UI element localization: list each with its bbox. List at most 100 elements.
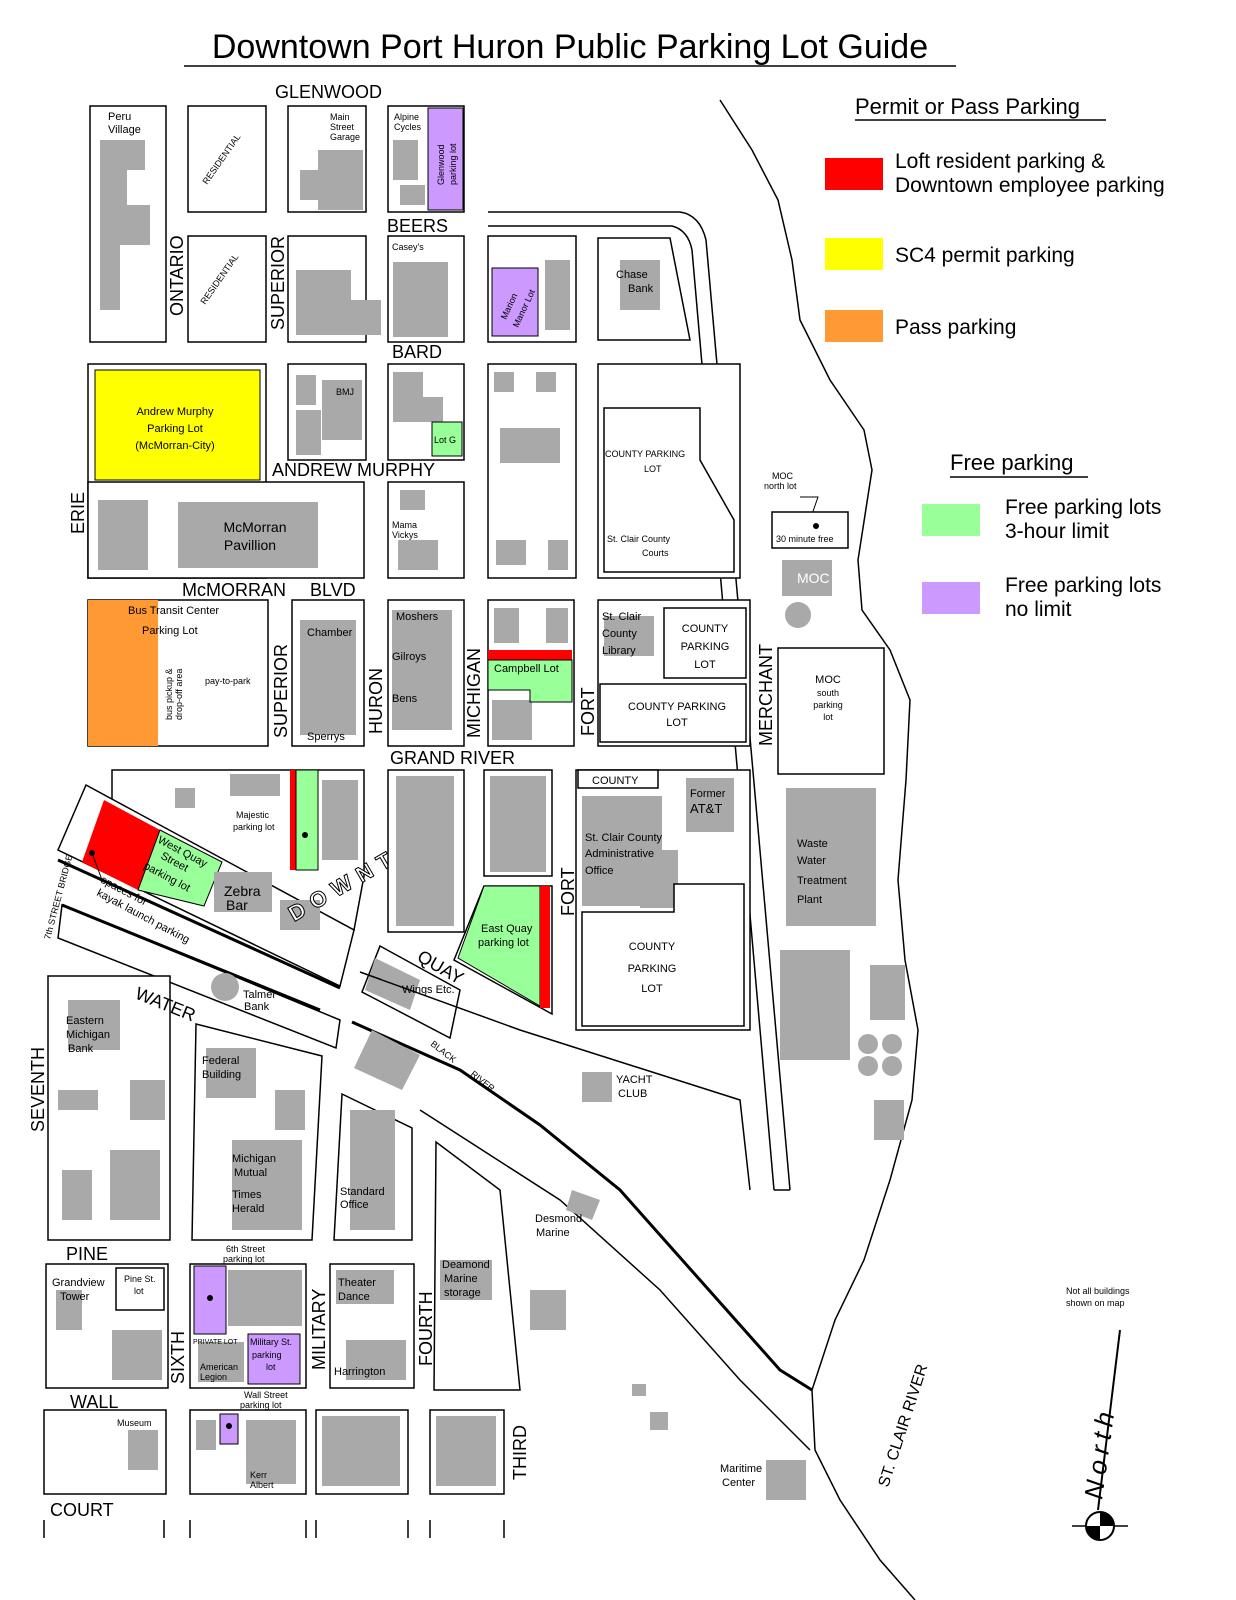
- street-michigan: MICHIGAN: [464, 648, 484, 738]
- moc-south-lot: [777, 647, 885, 775]
- label-treatment: Treatment: [797, 875, 847, 887]
- glenwood-parking-lot[interactable]: [427, 107, 464, 211]
- black-river-south-bank: [419, 1109, 811, 1451]
- label-military-lot-2: parking: [252, 1350, 282, 1360]
- legend-swatch-0: [825, 158, 883, 190]
- waste-water-buildings: [780, 788, 905, 1140]
- street-superior-north: SUPERIOR: [268, 236, 288, 330]
- label-note-1: Not all buildings: [1066, 1286, 1130, 1296]
- county-parking-lot-1: [603, 407, 735, 573]
- label-vickys: Vickys: [392, 530, 418, 540]
- label-admin-2: Administrative: [585, 848, 654, 860]
- label-caseys: Casey's: [392, 242, 424, 252]
- label-mama: Mama: [392, 520, 417, 530]
- label-east-quay-1: East Quay: [481, 923, 533, 935]
- label-north: North: [1078, 1404, 1121, 1501]
- label-glenwood-lot-2: parking lot: [448, 143, 458, 185]
- majestic-red-strip[interactable]: [290, 770, 296, 870]
- maritime-buildings: [632, 1384, 806, 1500]
- street-glenwood: GLENWOOD: [275, 82, 382, 102]
- label-library-1: St. Clair: [602, 611, 641, 623]
- street-andrew-murphy: ANDREW MURPHY: [272, 460, 435, 480]
- label-former: Former: [690, 788, 726, 800]
- label-bus-pickup-1: bus pickup &: [164, 668, 174, 720]
- label-american: American: [200, 1362, 238, 1372]
- label-bank: Bank: [628, 283, 654, 295]
- label-yacht: YACHT: [616, 1074, 653, 1086]
- county-label-box: [577, 769, 659, 789]
- label-county-lot-3a: COUNTY PARKING: [628, 701, 726, 713]
- label-military-lot-3: lot: [266, 1362, 276, 1372]
- label-chase: Chase: [616, 269, 648, 281]
- label-library-3: Library: [602, 645, 636, 657]
- label-pay-to-park: pay-to-park: [205, 676, 251, 686]
- street-superior-south: SUPERIOR: [271, 644, 291, 738]
- map-title: Downtown Port Huron Public Parking Lot G…: [212, 28, 928, 66]
- street-bard: BARD: [392, 342, 442, 362]
- label-moc-south-4: lot: [823, 712, 833, 722]
- label-county-lot-4b: PARKING: [628, 963, 677, 975]
- east-quay-red-strip[interactable]: [540, 886, 550, 1008]
- majestic-parking-lot[interactable]: [295, 769, 319, 871]
- west-quay-parking-lot[interactable]: [137, 829, 223, 907]
- label-cycles: Cycles: [394, 122, 422, 132]
- street-fort-south: FORT: [558, 867, 578, 916]
- label-street: Street: [330, 122, 355, 132]
- label-club: CLUB: [618, 1088, 647, 1100]
- label-tower: Tower: [60, 1291, 90, 1303]
- street-court: COURT: [50, 1500, 114, 1520]
- legend-label-2-line1: Pass parking: [895, 316, 1016, 339]
- label-alpine: Alpine: [394, 112, 419, 122]
- west-quay-red[interactable]: [82, 800, 160, 890]
- legend-label-4-line2: no limit: [1005, 598, 1072, 621]
- label-harrington: Harrington: [334, 1366, 385, 1378]
- label-wall-lot-1: Wall Street: [244, 1390, 288, 1400]
- label-admin-1: St. Clair County: [585, 832, 663, 844]
- label-waste: Waste: [797, 838, 828, 850]
- andrew-murphy-parking-lot[interactable]: [94, 369, 261, 481]
- label-grandview: Grandview: [52, 1277, 105, 1289]
- street-huron: HURON: [366, 668, 386, 734]
- label-bmj: BMJ: [336, 387, 354, 397]
- legend-permit-title: Permit or Pass Parking: [855, 94, 1080, 119]
- label-pine-lot-1: Pine St.: [124, 1274, 156, 1284]
- label-note-2: shown on map: [1066, 1298, 1125, 1308]
- legend: Permit or Pass Parking Free parking: [855, 94, 1106, 478]
- label-library-2: County: [602, 628, 637, 640]
- label-moc-south-3: parking: [813, 700, 843, 710]
- street-fort-north: FORT: [578, 687, 598, 736]
- label-bar: Bar: [226, 897, 248, 913]
- legend-label-0-line1: Loft resident parking &: [895, 150, 1105, 173]
- label-eastern-bank: Bank: [68, 1043, 94, 1055]
- lot-g[interactable]: [431, 421, 463, 457]
- campbell-red-strip[interactable]: [488, 650, 572, 660]
- north-arrow: North: [1072, 1329, 1128, 1541]
- label-desmond-marine: Marine: [536, 1227, 570, 1239]
- county-parking-lot-2: [663, 607, 747, 679]
- street-grand-river: GRAND RIVER: [390, 748, 515, 768]
- label-black: BLACK: [429, 1039, 458, 1065]
- legend-swatch-1: [825, 238, 883, 270]
- label-andrew-lot-1: Andrew Murphy: [136, 406, 214, 418]
- label-andrew-lot-2: Parking Lot: [147, 423, 203, 435]
- label-plant: Plant: [797, 894, 822, 906]
- label-majestic-lot: parking lot: [233, 822, 275, 832]
- marion-manor-lot[interactable]: [491, 267, 539, 337]
- legend-swatch-4: [922, 582, 980, 614]
- street-ontario: ONTARIO: [167, 235, 187, 316]
- street-seventh: SEVENTH: [28, 1047, 48, 1132]
- quay-road-edge: [359, 971, 751, 1191]
- label-pine-lot-2: lot: [134, 1286, 144, 1296]
- bus-transit-pass-lot[interactable]: [88, 600, 158, 746]
- moc-north-lot[interactable]: [771, 511, 849, 549]
- block-residential-2: [187, 235, 267, 343]
- legend-label-4-line1: Free parking lots: [1005, 574, 1161, 597]
- label-bens: Bens: [392, 693, 418, 705]
- military-st-parking-lot[interactable]: [247, 1333, 301, 1385]
- label-zebra: Zebra: [224, 883, 261, 899]
- campbell-lot[interactable]: [487, 659, 573, 703]
- county-parking-lot-3: [599, 683, 747, 743]
- label-eastern: Eastern: [66, 1015, 104, 1027]
- label-county-lot-1b: LOT: [644, 464, 662, 474]
